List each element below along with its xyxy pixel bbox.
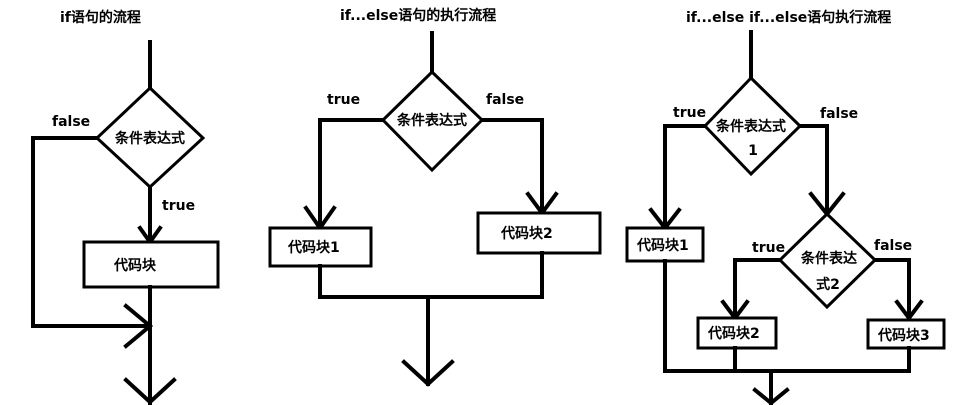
code-block-1-label: 代码块1 [636, 237, 689, 254]
false-2-label: false [874, 238, 912, 254]
code-block-3 [866, 318, 946, 350]
true-2-branch-line [733, 258, 782, 320]
exit-arrow-head [401, 359, 455, 387]
false-label: false [52, 114, 90, 130]
false-2-branch-line [873, 258, 911, 320]
code-block-label: 代码块 [113, 257, 157, 274]
false-branch-line [480, 118, 544, 215]
true-1-branch-line [663, 124, 707, 230]
diagram-if-else-if-title: if...else if...else语句执行流程 [686, 9, 891, 26]
code-block-2 [476, 211, 602, 255]
false-branch-line [31, 136, 152, 328]
condition-2-label-line2: 式2 [816, 276, 840, 293]
exit-arrow-head [752, 387, 790, 405]
code-block-1-label: 代码块1 [287, 239, 340, 256]
condition-2-label-line1: 条件表达 [800, 250, 857, 267]
condition-2-diamond [777, 211, 878, 310]
false-label: false [486, 92, 524, 108]
false-2-arrow-head [894, 299, 924, 322]
code-block-2-label: 代码块2 [500, 225, 553, 242]
condition-1-diamond [702, 75, 803, 177]
condition-label: 条件表达式 [114, 130, 185, 147]
condition-label: 条件表达式 [396, 112, 467, 129]
condition-1-label-line1: 条件表达式 [715, 118, 786, 135]
code-block-3-label: 代码块3 [877, 327, 930, 344]
exit-arrow-head [123, 377, 177, 405]
condition-diamond [380, 69, 485, 173]
true-1-label: true [673, 105, 706, 121]
false-1-branch-line [798, 124, 829, 216]
true-label: true [162, 198, 195, 214]
condition-1-label-line2: 1 [748, 143, 758, 159]
diagram-if-title: if语句的流程 [60, 9, 141, 26]
true-2-label: true [752, 240, 785, 256]
diagram-if: if语句的流程 条件表达式 false true 代码块 [31, 9, 220, 405]
true-label: true [327, 92, 360, 108]
merge-line [663, 259, 911, 373]
true-branch-line [318, 118, 385, 230]
code-block-2-label: 代码块2 [707, 325, 760, 342]
diagram-if-else-title: if...else语句的执行流程 [340, 7, 496, 24]
diagram-if-else-if: if...else if...else语句执行流程 条件表达式 1 true f… [625, 9, 946, 405]
false-1-label: false [820, 106, 858, 122]
diagram-if-else: if...else语句的执行流程 条件表达式 true false 代码块1 代… [268, 7, 602, 387]
merge-line [318, 251, 544, 299]
